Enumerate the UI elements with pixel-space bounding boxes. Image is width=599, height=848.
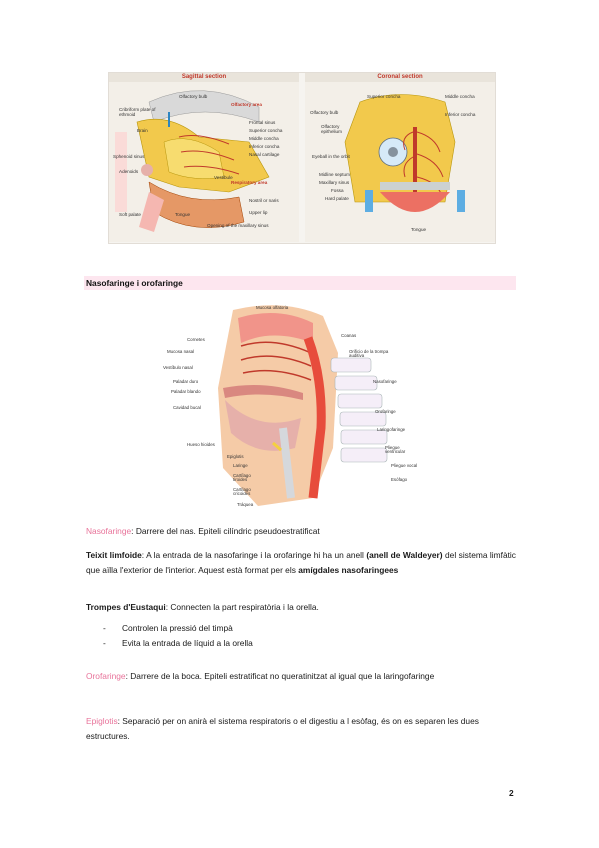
label-nasofaringe: Nasofaringe [373, 379, 397, 384]
label-traquea: Tráquea [237, 502, 254, 507]
coronal-label-olfactory-epithelium: Olfactory epithelium [321, 124, 342, 134]
paragraph-teixit-limfoide: Teixit limfoide: A la entrada de la naso… [86, 548, 516, 578]
label-mucosa-nasal: Mucosa nasal [167, 349, 195, 354]
label-olfactory-bulb: Olfactory bulb [179, 94, 208, 99]
term-epiglotis: Epiglotis [86, 716, 118, 726]
label-orofaringe: Orofaringe [375, 409, 396, 414]
coronal-label-midline-septum: Midline septum [319, 172, 350, 177]
label-paladar-blando: Paladar blando [171, 389, 201, 394]
label-paladar-duro: Paladar duro [173, 379, 199, 384]
label-sphenoid-sinus: Sphenoid sinus [113, 154, 145, 159]
bullet-text: Controlen la pressió del timpà [122, 623, 233, 633]
label-maxillary-opening: Opening of the maxillary sinus [207, 223, 269, 228]
label-cartilago-tiroides: Cartílago tiroides [233, 473, 251, 483]
label-brain: Brain [137, 128, 148, 133]
coronal-label-tongue: Tongue [411, 227, 427, 232]
paragraph-nasofaringe: Nasofaringe: Darrere del nas. Epiteli ci… [86, 524, 516, 539]
coronal-label-middle-concha: Middle concha [445, 94, 475, 99]
bullet-dash: - [103, 623, 106, 633]
label-respiratory-area: Respiratory area [231, 180, 268, 185]
term-teixit-limfoide: Teixit limfoide [86, 550, 142, 560]
label-cornetes: Cornetes [187, 337, 205, 342]
term-orofaringe: Orofaringe [86, 671, 126, 681]
label-cavidad-bucal: Cavidad bucal [173, 405, 201, 410]
paragraph-trompes: Trompes d'Eustaqui: Connecten la part re… [86, 600, 516, 615]
label-adenoids: Adenoids [119, 169, 139, 174]
coronal-label-maxillary-sinus: Maxillary sinus [319, 180, 350, 185]
coronal-label-olfactory-bulb: Olfactory bulb [310, 110, 339, 115]
coronal-label-fossa: Fossa [331, 188, 344, 193]
term-nasofaringe: Nasofaringe [86, 526, 132, 536]
coronal-label-superior-concha: Superior concha [367, 94, 401, 99]
label-epiglotis: Epiglotis [227, 454, 244, 459]
text-nasofaringe: : Darrere del nas. Epiteli cilíndric pse… [131, 526, 320, 536]
label-vestibule: Vestibule [214, 175, 233, 180]
sagittal-drawing [109, 82, 299, 242]
section-heading: Nasofaringe i orofaringe [86, 278, 183, 288]
bold-anell-waldeyer: (anell de Waldeyer) [366, 550, 443, 560]
label-olfactory-area: Olfactory area [231, 102, 262, 107]
coronal-label-inferior-concha: Inferior concha [445, 112, 476, 117]
bullet-item: - Evita la entrada de líquid a la orella [103, 638, 253, 648]
text-teixit-1: : A la entrada de la nasofaringe i la or… [141, 550, 367, 560]
pharynx-figure: Mucosa olfatoria Cornetes Mucosa nasal V… [163, 298, 433, 513]
paragraph-epiglotis: Epiglotis: Separació per on anirà el sis… [86, 714, 516, 744]
label-frontal-sinus: Frontal sinus [249, 120, 276, 125]
section-heading-band: Nasofaringe i orofaringe [84, 276, 516, 290]
pharynx-drawing [218, 305, 388, 506]
text-epiglotis: : Separació per on anirà el sistema resp… [86, 716, 479, 741]
label-upper-lip: Upper lip [249, 210, 268, 215]
label-pliegue-ventricular: Pliegue ventricular [385, 445, 406, 455]
coronal-label-hard-palate: Hard palate [325, 196, 349, 201]
coronal-label-eyeball: Eyeball in the orbit [312, 154, 350, 159]
label-superior-concha: Superior concha [249, 128, 283, 133]
nasal-anatomy-figure: Sagittal section Olfactory bulb Cribrifo… [108, 72, 496, 244]
term-trompes: Trompes d'Eustaqui [86, 602, 166, 612]
coronal-drawing [305, 82, 495, 242]
label-esofago: Esófago [391, 477, 408, 482]
bullet-dash: - [103, 638, 106, 648]
label-coanas: Coanas [341, 333, 357, 338]
bullet-item: - Controlen la pressió del timpà [103, 623, 233, 633]
label-middle-concha: Middle concha [249, 136, 279, 141]
label-cartilago-cricoides: Cartílago cricoides [233, 487, 251, 497]
text-trompes: : Connecten la part respiratòria i la or… [165, 602, 319, 612]
label-laringe: Laringe [233, 463, 248, 468]
label-inferior-concha: Inferior concha [249, 144, 280, 149]
label-hueso-hioides: Hueso hioides [187, 442, 215, 447]
label-pliegue-vocal: Pliegue vocal [391, 463, 418, 468]
label-soft-palate: Soft palate [119, 212, 141, 217]
label-mucosa-olfatoria: Mucosa olfatoria [256, 305, 289, 310]
label-cribriform-plate: Cribriform plate of ethmoid [119, 107, 156, 117]
label-nostril: Nostril or naris [249, 198, 279, 203]
bullet-text: Evita la entrada de líquid a la orella [122, 638, 253, 648]
text-orofaringe: : Darrere de la boca. Epiteli estratific… [125, 671, 435, 681]
bold-amigdales: amígdales nasofaringees [298, 565, 399, 575]
label-orificio-trompa: Orificio de la trompa auditiva [349, 349, 389, 359]
label-nasal-cartilage: Nasal cartilage [249, 152, 280, 157]
page-number: 2 [509, 788, 514, 798]
label-vestibulo-nasal: Vestíbulo nasal [163, 365, 193, 370]
paragraph-orofaringe: Orofaringe: Darrere de la boca. Epiteli … [86, 669, 516, 684]
label-laringofaringe: Laringofaringe [377, 427, 406, 432]
text-teixit-2: del sistema limfàtic que aïlla l'exterio… [86, 550, 516, 575]
label-tongue: Tongue [175, 212, 191, 217]
